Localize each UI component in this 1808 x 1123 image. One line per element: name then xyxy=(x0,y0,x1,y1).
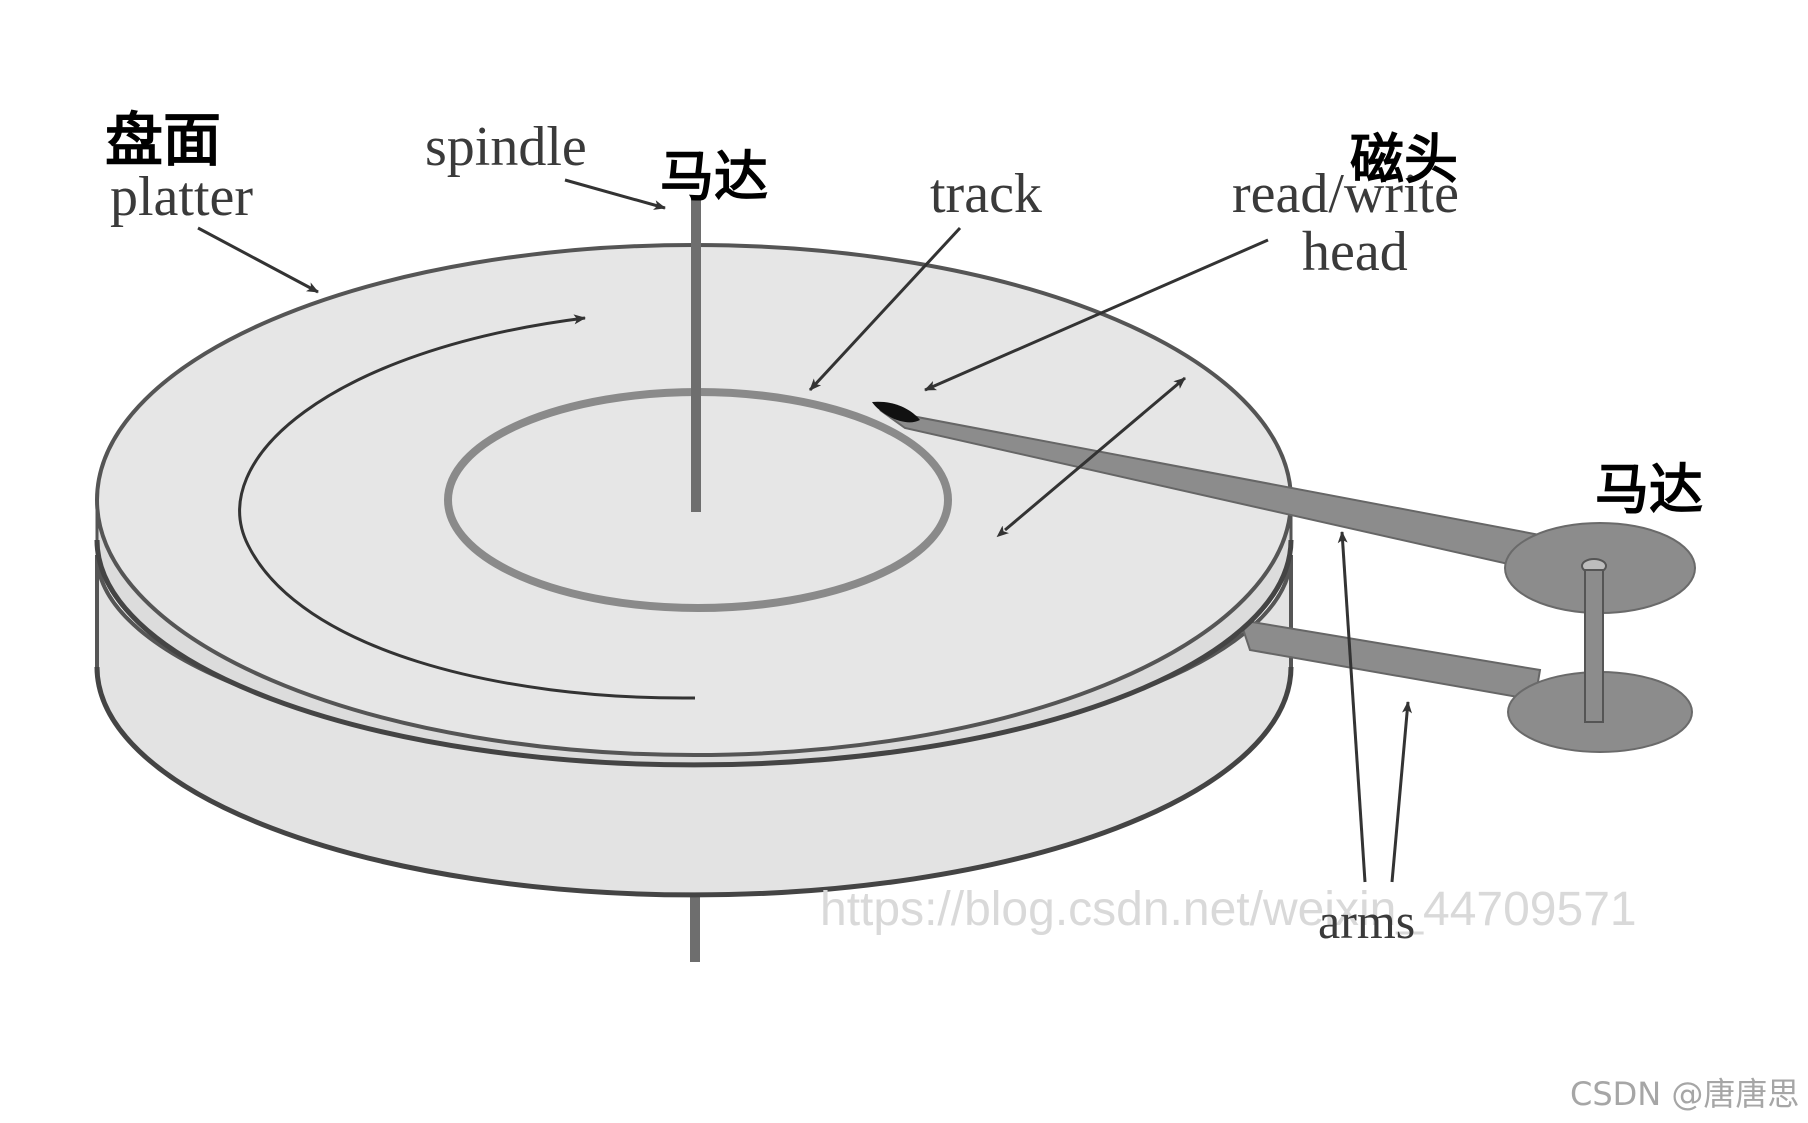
platter-label: platter xyxy=(110,166,253,228)
platter-arrow xyxy=(197,226,319,294)
spindle-arrow xyxy=(564,178,666,210)
platter-cn-label: 盘面 xyxy=(105,106,221,174)
head-arrow xyxy=(924,238,1269,392)
head-label: head xyxy=(1302,221,1408,283)
arms-arrow-lower xyxy=(1390,701,1413,883)
csdn-credit: CSDN @唐唐思 xyxy=(1570,1075,1799,1113)
seek-arrow xyxy=(996,376,1186,538)
arm-motor-cn-label: 马达 xyxy=(1595,458,1703,521)
track-label: track xyxy=(930,163,1042,225)
arm-shaft xyxy=(1584,569,1604,723)
read-write-label: read/write xyxy=(1232,163,1459,225)
arms-label: arms xyxy=(1318,893,1415,949)
spindle-bottom xyxy=(690,880,700,962)
spindle xyxy=(691,200,701,512)
watermark: https://blog.csdn.net/weixin_44709571 xyxy=(820,883,1637,936)
rotation-arrow xyxy=(238,314,696,700)
arms-arrow-upper xyxy=(1337,531,1367,883)
spindle-label: spindle xyxy=(425,116,587,178)
read-write-head xyxy=(872,401,920,423)
track-arrow xyxy=(808,226,962,392)
spindle-motor-cn-label: 马达 xyxy=(660,145,768,208)
head-cn-label: 磁头 xyxy=(1350,128,1458,191)
